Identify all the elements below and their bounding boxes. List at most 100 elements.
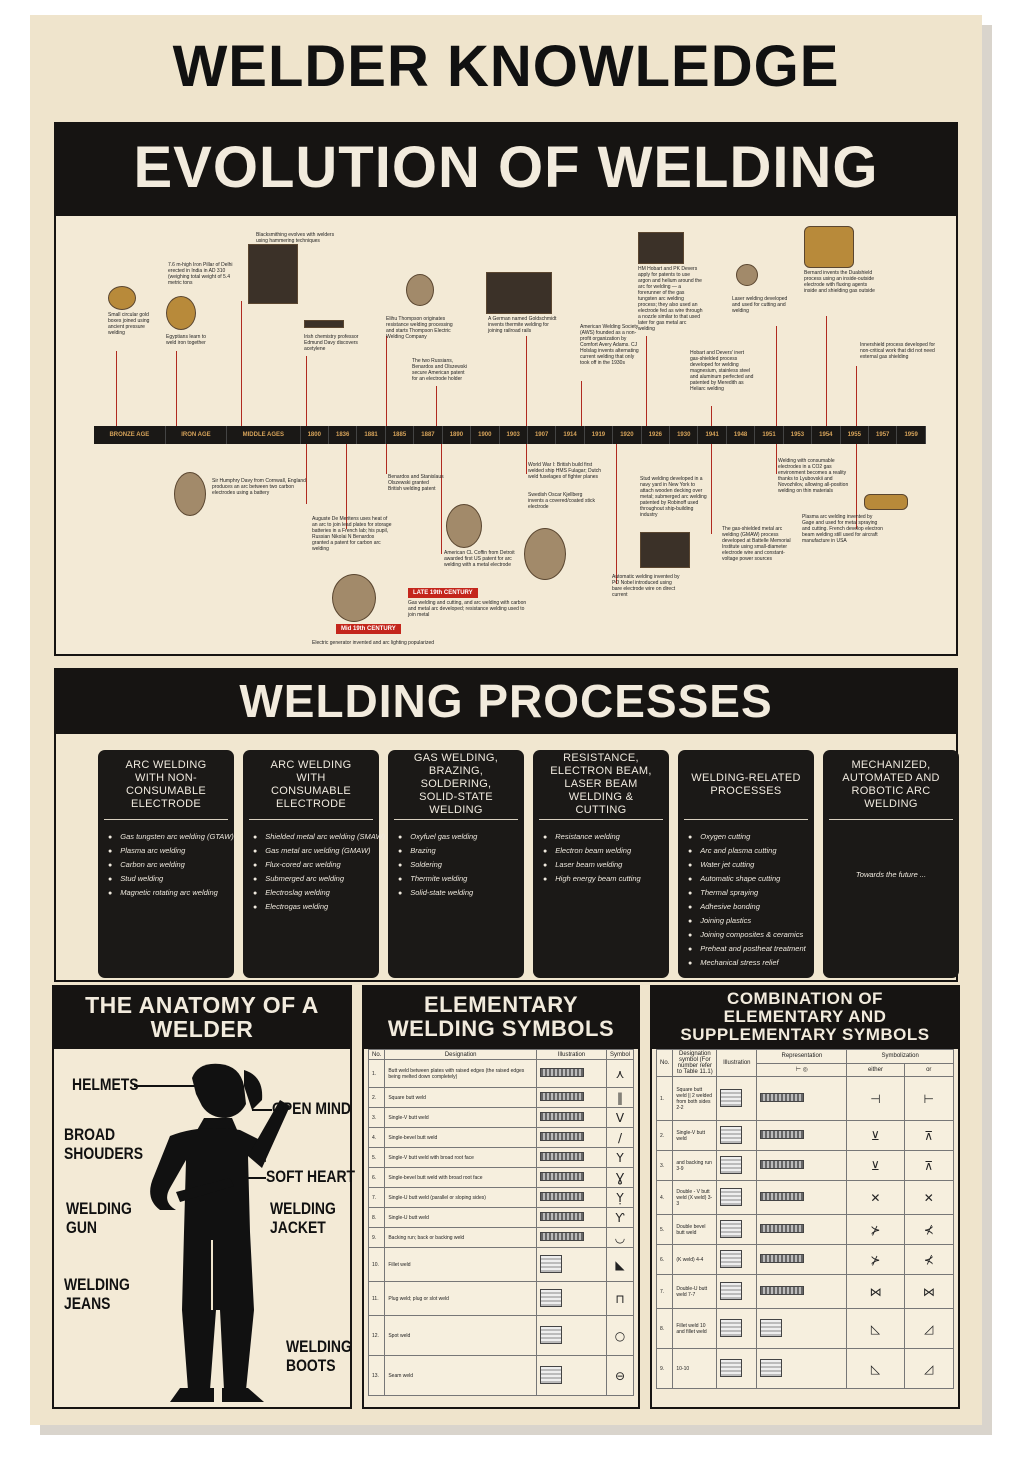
symbol-or-icon: ⊼ [903,1150,955,1181]
process-card-title: MECHANIZED, AUTOMATED AND ROBOTIC ARC WE… [829,750,953,820]
table-row: 3.and backing run 3-9⊻⊼ [655,1150,955,1181]
table-row: 7.Double-U butt weld 7-7⋈⋈ [655,1274,955,1309]
row-designation: Single-bevel butt weld with broad root f… [384,1167,537,1188]
row-number: 8. [655,1308,674,1349]
shipbuilding-image [640,532,690,568]
illustration-cell [716,1244,758,1275]
weld-symbol: Ɣ [605,1167,635,1188]
process-item: Shielded metal arc welding (SMAW) [253,830,385,844]
illustration-cell [535,1187,607,1208]
timeline-connector [526,444,527,474]
weld-representation [760,1254,805,1263]
anatomy-heading: THE ANATOMY OF A WELDER [52,985,352,1049]
row-number: 3. [655,1150,674,1181]
row-designation: Square butt weld || 2 welded from both s… [672,1076,718,1121]
timeline-year: 1948 [727,426,756,444]
processes-heading: WELDING PROCESSES [54,668,958,734]
row-number: 4. [367,1127,386,1148]
row-designation: Spot weld [384,1315,537,1356]
timeline-connector [346,444,347,529]
timeline-note: Innershield process developed for non-cr… [860,342,936,360]
row-designation: Single-U butt weld (parallel or sloping … [384,1187,537,1208]
elementary-symbols-table: No. Designation Illustration Symbol 1.Bu… [367,1049,635,1396]
timeline-note: The gas-shielded metal arc welding (GMAW… [722,526,791,562]
illustration-cell [535,1059,607,1088]
process-item: Resistance welding [543,830,663,844]
row-number: 1. [655,1076,674,1121]
process-card-title: ARC WELDING WITH NON-CONSUMABLE ELECTROD… [104,750,228,820]
timeline-note: Blacksmithing evolves with welders using… [256,232,335,244]
timeline-note: Egyptians learn to weld iron together [166,334,207,346]
timeline-note: Gas welding and cutting, and arc welding… [408,600,527,618]
process-item: Plasma arc welding [108,844,228,858]
representation-cell [756,1180,848,1215]
de-meritens-portrait [332,574,376,622]
illustration-cell [716,1308,758,1349]
weld-representation [760,1192,805,1201]
weld-symbol: ⋏ [605,1059,635,1088]
process-card-title: WELDING-RELATED PROCESSES [684,750,808,820]
row-number: 3. [367,1107,386,1128]
process-item: Automatic shape cutting [688,872,808,886]
process-item: Arc and plasma cutting [688,844,808,858]
table-row: 4.Double - V butt weld (X weld) 3-3✕✕ [655,1180,955,1215]
row-designation: Fillet weld 10 and fillet weld [672,1308,718,1349]
timeline-note: Small circular gold boxes joined using a… [108,312,150,336]
table-row: 13.Seam weld⊖ [367,1355,635,1396]
table-row: 2.Single-V butt weld⊻⊼ [655,1120,955,1151]
illustration-cell [535,1247,607,1282]
weld-symbol: / [605,1127,635,1148]
column-header: Designation [384,1049,537,1060]
weld-illustration [539,1092,584,1101]
column-header: No. [367,1049,386,1060]
dualshield-image [804,226,854,268]
illustration-cell [535,1315,607,1356]
weld-representation [760,1093,805,1102]
weld-symbol: ◣ [605,1247,635,1282]
row-number: 13. [367,1355,386,1396]
timeline-note: Auguste De Meritens uses heat of an arc … [312,516,392,552]
table-row: 9.10-10◺◿ [655,1348,955,1389]
table-row: 4.Single-bevel butt weld/ [367,1127,635,1148]
timeline-year: 1836 [329,426,358,444]
row-designation: Single-U butt weld [384,1207,537,1228]
symbol-either-icon: ◺ [846,1348,905,1389]
row-number: 6. [367,1167,386,1188]
table-row: 9.Backing run; back or backing weld◡ [367,1227,635,1248]
illustration-cell [535,1147,607,1168]
representation-cell [756,1348,848,1389]
process-future-note: Towards the future ... [855,870,927,879]
timeline-connector [776,444,777,474]
row-number: 9. [655,1348,674,1389]
process-item: Oxygen cutting [688,830,808,844]
timeline-note: Hobart and Devers' inert gas-shielded pr… [690,350,754,392]
symbol-or-icon: ✕ [903,1180,955,1215]
timeline-connector [856,366,857,426]
hobart-portrait [638,232,684,264]
timeline-note: The two Russians, Benardos and Olszewski… [412,358,468,382]
weld-illustration [720,1187,743,1206]
weld-illustration [720,1249,743,1268]
timeline-era: BRONZE AGE [94,426,166,444]
weld-symbol: Ƴ [605,1207,635,1228]
timeline-connector [856,444,857,529]
process-card: RESISTANCE, ELECTRON BEAM, LASER BEAM WE… [533,750,669,978]
timeline-year: 1941 [698,426,727,444]
illustration-cell [535,1127,607,1148]
timeline-year: 1890 [443,426,472,444]
timeline-year: 1953 [784,426,813,444]
process-item: Electron beam welding [543,844,663,858]
timeline-note: Benardos and Stanislaus Olszewski grante… [388,474,444,492]
weld-symbol: Y [605,1147,635,1168]
table-row: 1.Butt weld between plates with raised e… [367,1059,635,1088]
table-row: 5.Single-V butt weld with broad root fac… [367,1147,635,1168]
symbol-either-icon: ⊁ [846,1214,905,1245]
timeline-connector [116,351,117,426]
weld-representation [760,1286,805,1295]
anatomy-label-welding-boots: WELDING BOOTS [286,1337,352,1375]
timeline-note: Plasma arc welding invented by Gage and … [802,514,883,544]
illustration-cell [535,1087,607,1108]
process-item: Flux-cored arc welding [253,858,373,872]
row-number: 5. [367,1147,386,1168]
